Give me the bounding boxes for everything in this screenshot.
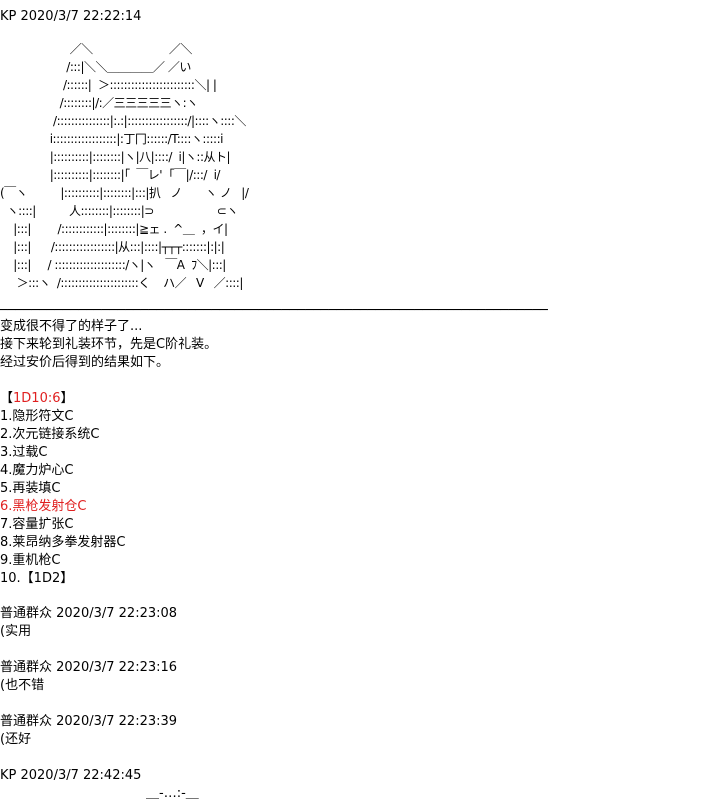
post-header-kp: KP 2020/3/7 22:22:14	[0, 9, 142, 24]
dice-roll-result: 【1D10:6】	[0, 390, 74, 408]
list-item: 7.容量扩张C	[0, 517, 74, 532]
dice-roll-value: 1D10:6	[13, 391, 61, 406]
list-item: 4.魔力炉心C	[0, 463, 74, 478]
narration-line: 经过安价后得到的结果如下。	[0, 355, 170, 370]
list-item: 8.莱昂纳多拳发射器C	[0, 535, 126, 550]
post-header-kp: KP 2020/3/7 22:42:45	[0, 768, 142, 783]
list-item: 1.隐形符文C	[0, 409, 74, 424]
reply-header: 普通群众 2020/3/7 22:23:16	[0, 660, 178, 675]
list-item-selected: 6.黑枪发射仓C	[0, 499, 87, 514]
list-item: 5.再装填C	[0, 481, 61, 496]
ascii-art-cat: ／＼ ／＼ /:::|＼＼＿＿＿＿／ ／い /::::::| ＞::::::::…	[0, 42, 249, 290]
reply-text: (也不错	[0, 678, 45, 693]
list-item: 3.过载C	[0, 445, 48, 460]
divider-line: ────────────────────────────────────────…	[0, 303, 548, 318]
narration-line: 接下来轮到礼装环节，先是C阶礼装。	[0, 337, 218, 352]
narration-line: 变成很不得了的样子了...	[0, 319, 143, 334]
reply-text: (实用	[0, 624, 32, 639]
ascii-art-fragment: ＿-…:-＿	[146, 786, 199, 801]
reply-header: 普通群众 2020/3/7 22:23:39	[0, 714, 178, 729]
reply-header: 普通群众 2020/3/7 22:23:08	[0, 606, 178, 621]
list-item: 2.次元链接系统C	[0, 427, 100, 442]
reply-text: (还好	[0, 732, 32, 747]
list-item: 10.【1D2】	[0, 571, 74, 586]
dice-roll-bracket: 】	[60, 391, 74, 406]
list-item: 9.重机枪C	[0, 553, 61, 568]
dice-roll-bracket: 【	[0, 391, 14, 406]
